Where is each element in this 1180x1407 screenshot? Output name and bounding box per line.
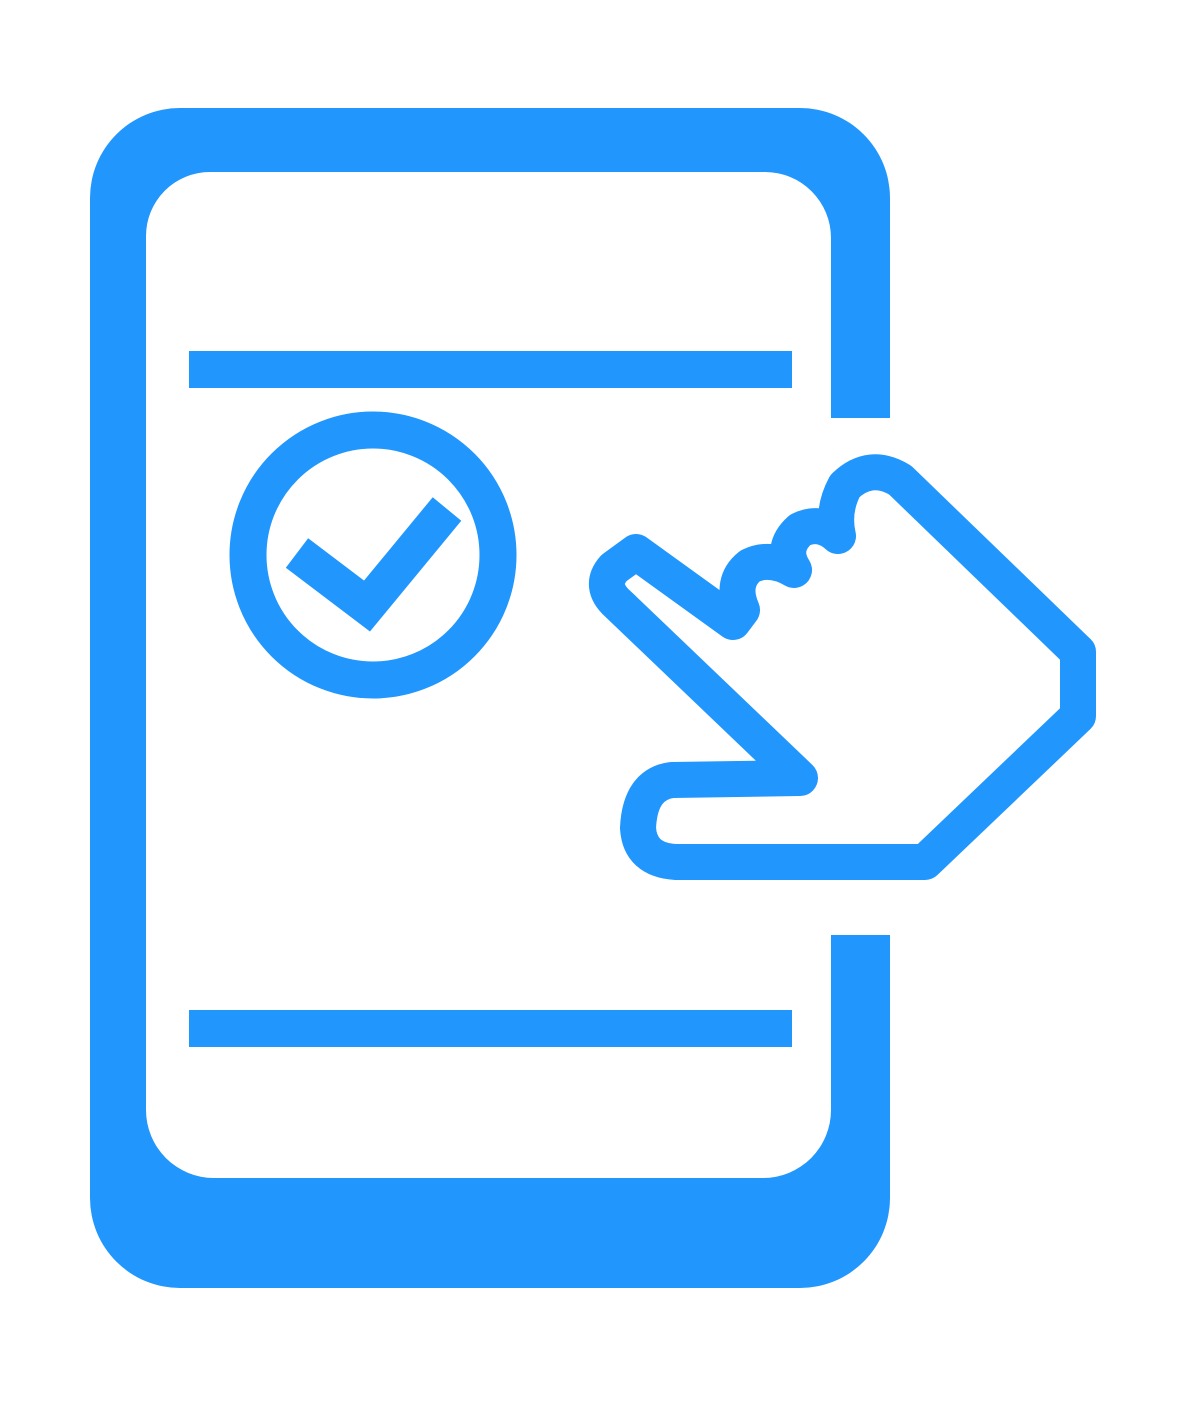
checkmark xyxy=(285,497,462,632)
content-line-bottom xyxy=(189,1010,792,1047)
content-line-top xyxy=(189,351,792,388)
pointing-hand xyxy=(572,437,1113,897)
check-circle xyxy=(229,411,517,699)
phone-frame xyxy=(90,108,890,1288)
